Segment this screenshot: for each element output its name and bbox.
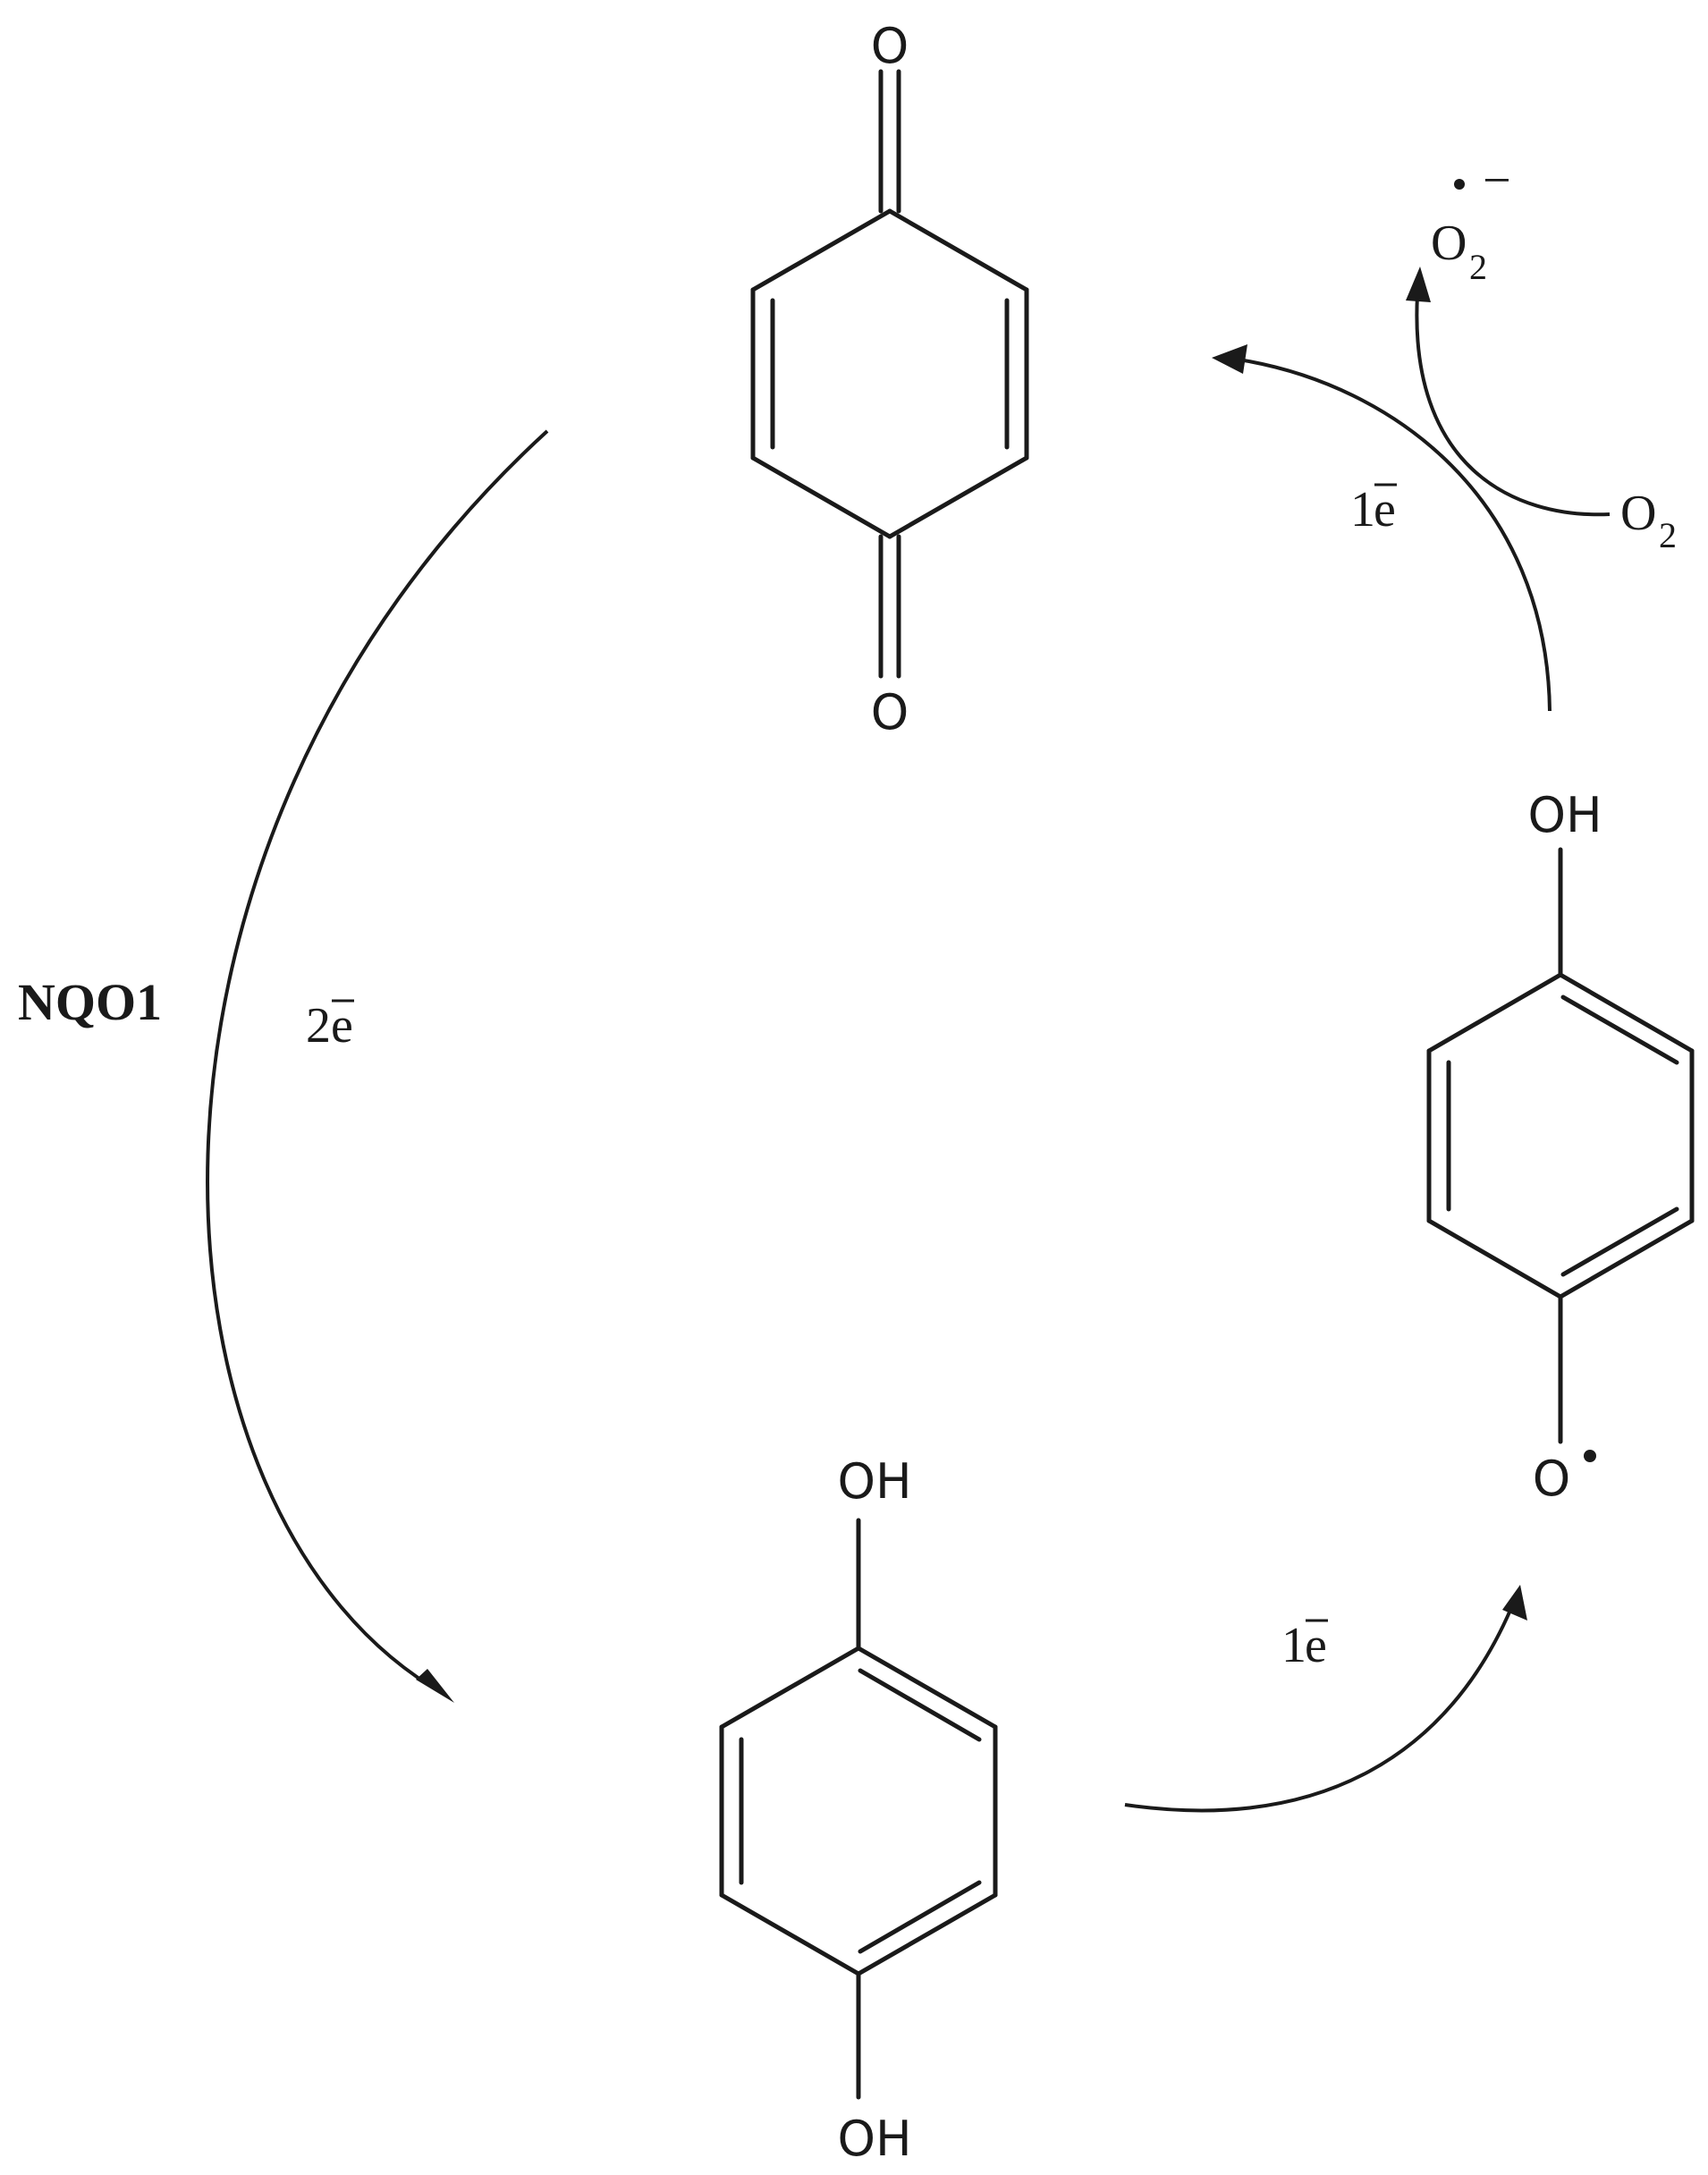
superoxide-label: − O 2 xyxy=(1431,153,1511,287)
atom-o-radical: O xyxy=(1533,1451,1571,1507)
electron-count: 2 xyxy=(306,998,331,1054)
arrowhead-icon xyxy=(416,1669,454,1703)
bond-ring xyxy=(856,1892,998,1976)
oxygen-label: O 2 xyxy=(1620,486,1677,555)
arrowhead-icon xyxy=(1212,344,1247,374)
bond-ring xyxy=(719,1892,861,1976)
bond-ring xyxy=(887,208,1029,292)
bond-ring xyxy=(887,455,1029,539)
bond-ring-double xyxy=(1560,1206,1679,1277)
bond-ring-double xyxy=(858,1668,982,1742)
atom-oh-bottom: OH xyxy=(837,2111,911,2167)
electron-count: 1 xyxy=(1350,482,1375,537)
radical-dot-icon xyxy=(1584,1450,1596,1462)
bond-ring-double xyxy=(1560,994,1679,1065)
one-electron-label-bottom: 1 e xyxy=(1281,1618,1328,1673)
enzyme-label: NQO1 xyxy=(18,973,162,1031)
electron-symbol: e xyxy=(331,998,353,1054)
atom-o-bottom: O xyxy=(871,684,909,741)
two-electron-label: 2 e xyxy=(306,998,354,1054)
bond-ring-double xyxy=(858,1880,982,1954)
electron-symbol: e xyxy=(1374,482,1396,537)
bond-ring xyxy=(1426,1218,1563,1299)
bond-ring xyxy=(719,1646,861,1730)
bond-ring xyxy=(856,1646,998,1730)
oxygen-to-superoxide-arrow xyxy=(1415,294,1611,517)
bond-ring xyxy=(750,208,892,292)
bond-ring xyxy=(1426,972,1563,1054)
one-electron-label-top: 1 e xyxy=(1350,482,1397,537)
oxidation-arrow-top xyxy=(1238,358,1552,712)
hydroquinone: OH OH xyxy=(719,1453,998,2167)
bond-ring xyxy=(750,455,892,539)
oxidation-arrow-bottom xyxy=(1124,1607,1513,1813)
atom-o-top: O xyxy=(871,18,909,74)
electron-symbol: e xyxy=(1305,1618,1327,1673)
oxygen-o: O xyxy=(1620,486,1656,541)
bond-ring xyxy=(1558,972,1695,1054)
arrowhead-icon xyxy=(1406,267,1431,302)
benzoquinone: O O xyxy=(750,18,1029,741)
arrowhead-icon xyxy=(1502,1585,1527,1621)
electron-count: 1 xyxy=(1281,1618,1306,1673)
nqo1-reduction-arrow xyxy=(206,429,549,1697)
radical-dot-icon xyxy=(1454,179,1465,190)
atom-oh-top: OH xyxy=(837,1453,911,1510)
oxygen-subscript: 2 xyxy=(1659,515,1677,555)
superoxide-charge: − xyxy=(1483,153,1511,208)
superoxide-o: O xyxy=(1431,216,1467,271)
atom-oh: OH xyxy=(1527,787,1602,843)
superoxide-subscript: 2 xyxy=(1469,247,1487,287)
semiquinone-radical: OH O xyxy=(1426,787,1695,1507)
bond-ring xyxy=(1558,1218,1695,1299)
